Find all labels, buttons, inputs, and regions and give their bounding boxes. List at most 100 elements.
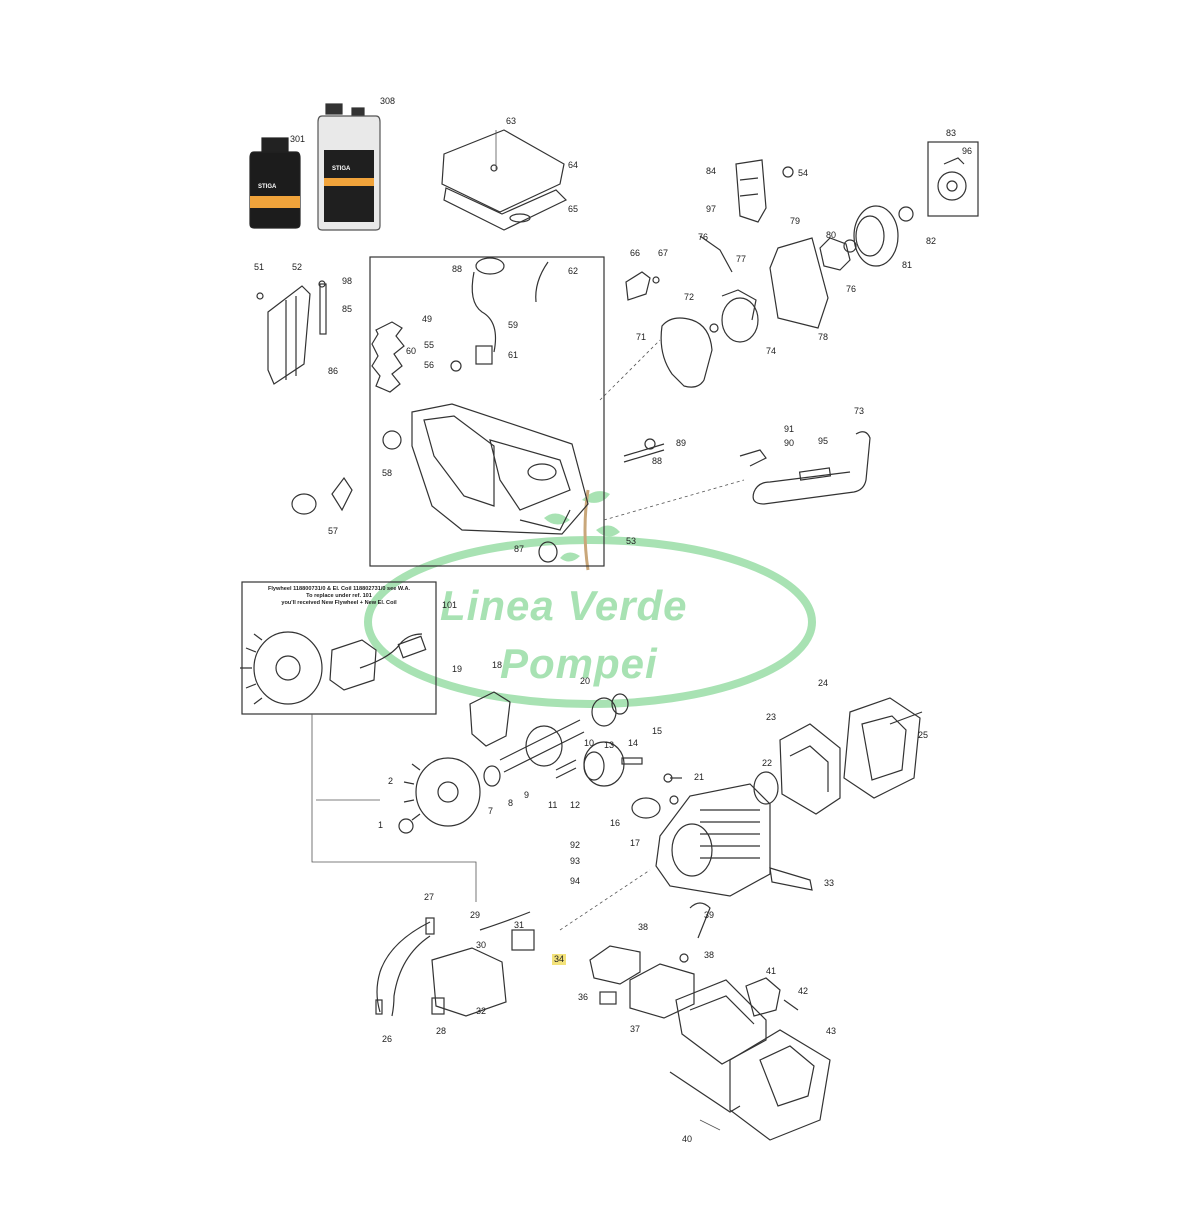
callout-82: 82 <box>926 236 937 246</box>
callout-41: 41 <box>766 966 777 976</box>
callout-8: 8 <box>508 798 514 808</box>
fitting-58 <box>382 430 402 450</box>
flywheel-note: Flywheel 118800731/0 & El. Coil 11880273… <box>246 586 432 607</box>
inset-box-flywheel <box>241 581 437 715</box>
callout-97: 97 <box>706 204 717 214</box>
callout-43: 43 <box>826 1026 837 1036</box>
callout-22: 22 <box>762 758 773 768</box>
spark-plug-33 <box>769 867 813 891</box>
piston-13 <box>583 741 661 819</box>
callout-20: 20 <box>580 676 591 686</box>
callout-7: 7 <box>488 806 494 816</box>
note-line: To replace under ref. 101 <box>306 593 372 599</box>
callout-73: 73 <box>854 406 865 416</box>
callout-76: 76 <box>698 232 709 242</box>
callout-72: 72 <box>684 292 695 302</box>
callout-54: 54 <box>798 168 809 178</box>
flywheel-2 <box>398 757 481 834</box>
callout-18: 18 <box>492 660 503 670</box>
crankshaft-assembly <box>469 691 629 787</box>
callout-89: 89 <box>676 438 687 448</box>
callout-67: 67 <box>658 248 669 258</box>
callout-98: 98 <box>342 276 353 286</box>
callout-26: 26 <box>382 1034 393 1044</box>
callout-60: 60 <box>406 346 417 356</box>
cylinder-17 <box>655 783 771 897</box>
callout-39: 39 <box>704 910 715 920</box>
callout-88: 88 <box>452 264 463 274</box>
callout-53: 53 <box>626 536 637 546</box>
watermark-line2: Pompei <box>500 640 658 687</box>
callout-66: 66 <box>630 248 641 258</box>
callout-19: 19 <box>452 664 463 674</box>
callout-71: 71 <box>636 332 647 342</box>
pin-88-89 <box>623 438 665 463</box>
callout-62: 62 <box>568 266 579 276</box>
side-bracket-52 <box>256 280 327 385</box>
callout-76: 76 <box>846 284 857 294</box>
callout-12: 12 <box>570 800 581 810</box>
sprocket-detail <box>937 157 967 201</box>
leader-lines <box>311 130 745 1131</box>
callout-42: 42 <box>798 986 809 996</box>
callout-33: 33 <box>824 878 835 888</box>
callout-10: 10 <box>584 738 595 748</box>
note-line: you'll received New Flywheel + New El. C… <box>281 600 397 606</box>
muffler-24 <box>843 697 923 799</box>
oil-bottle-small <box>249 137 301 229</box>
callout-23: 23 <box>766 712 777 722</box>
handlebar-73 <box>739 431 871 505</box>
callout-17: 17 <box>630 838 641 848</box>
callout-83: 83 <box>946 128 957 138</box>
callout-37: 37 <box>630 1024 641 1034</box>
note-line: Flywheel 118800731/0 & El. Coil 11880273… <box>267 586 411 592</box>
fitting-56 <box>450 360 462 372</box>
inset-box-sprocket <box>927 141 979 217</box>
air-filter-cover-40 <box>669 1029 831 1141</box>
callout-85: 85 <box>342 304 353 314</box>
callout-13: 13 <box>604 740 615 750</box>
callout-63: 63 <box>506 116 517 126</box>
callout-21: 21 <box>694 772 705 782</box>
tensioner-66 <box>625 271 660 301</box>
top-cover-plate <box>441 129 568 231</box>
callout-52: 52 <box>292 262 303 272</box>
callout-79: 79 <box>790 216 801 226</box>
callout-74: 74 <box>766 346 777 356</box>
watermark-line1: Linea Verde <box>440 582 688 629</box>
callout-61: 61 <box>508 350 519 360</box>
gasket-22 <box>753 771 779 805</box>
oil-bottle-large <box>317 103 381 231</box>
ignition-coil-29 <box>431 911 535 1017</box>
callout-90: 90 <box>784 438 795 448</box>
callout-57: 57 <box>328 526 339 536</box>
callout-24: 24 <box>818 678 829 688</box>
inset-box-crankcase <box>369 256 605 567</box>
callout-31: 31 <box>514 920 525 930</box>
callout-28: 28 <box>436 1026 447 1036</box>
callout-32: 32 <box>476 1006 487 1016</box>
callout-91: 91 <box>784 424 795 434</box>
callout-56: 56 <box>424 360 435 370</box>
callout-64: 64 <box>568 160 579 170</box>
callout-77: 77 <box>736 254 747 264</box>
bottle-brand-large: STIGA <box>332 166 351 172</box>
callout-38: 38 <box>638 922 649 932</box>
callout-86: 86 <box>328 366 339 376</box>
callout-88: 88 <box>652 456 663 466</box>
clutch-drum <box>819 205 914 271</box>
callout-87: 87 <box>514 544 525 554</box>
callout-96: 96 <box>962 146 973 156</box>
callout-30: 30 <box>476 940 487 950</box>
callout-16: 16 <box>610 818 621 828</box>
knob-57 <box>291 476 353 515</box>
callout-93: 93 <box>570 856 581 866</box>
callout-92: 92 <box>570 840 581 850</box>
callout-49: 49 <box>422 314 433 324</box>
callout-14: 14 <box>628 738 639 748</box>
callout-11: 11 <box>548 800 558 810</box>
callout-84: 84 <box>706 166 717 176</box>
callout-27: 27 <box>424 892 435 902</box>
callout-81: 81 <box>902 260 913 270</box>
